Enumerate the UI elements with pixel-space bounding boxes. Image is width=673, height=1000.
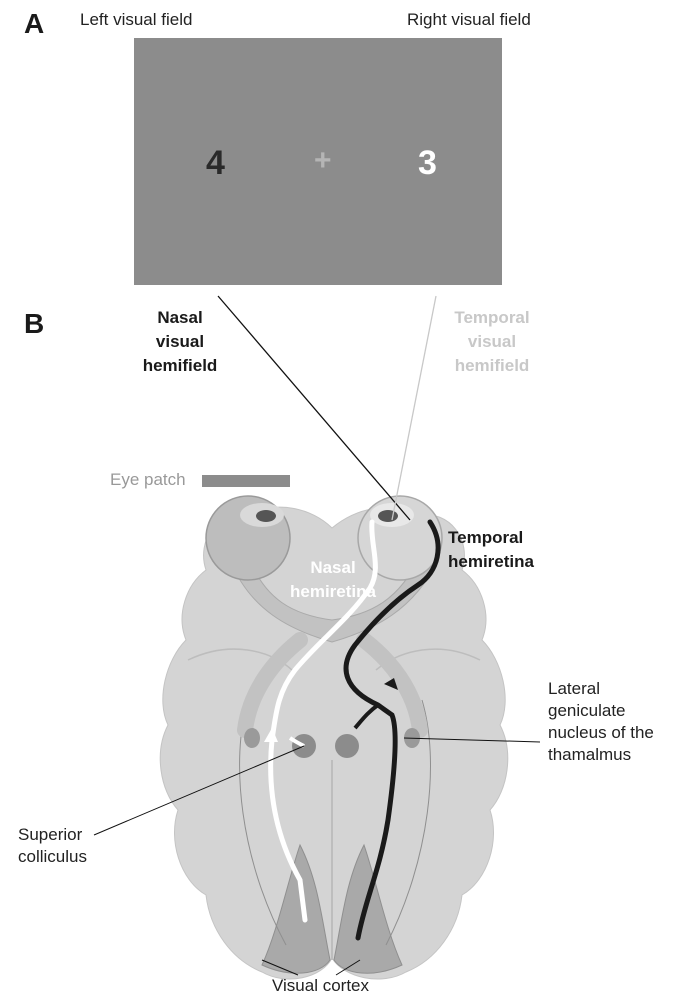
temporal-hemiretina-line-2: hemiretina: [448, 550, 534, 574]
temporal-hemifield-line-2: visual: [432, 330, 552, 354]
temporal-hemifield-line-1: Temporal: [432, 306, 552, 330]
lgn-line-3: nucleus of the: [548, 722, 654, 744]
visual-cortex-label: Visual cortex: [272, 976, 369, 996]
lgn-label: Lateral geniculate nucleus of the thamal…: [548, 678, 654, 766]
temporal-hemiretina-line-1: Temporal: [448, 526, 534, 550]
temporal-visual-hemifield-label: Temporal visual hemifield: [432, 306, 552, 378]
nasal-hemiretina-label: Nasal hemiretina: [278, 556, 388, 604]
nasal-hemifield-line-3: hemifield: [120, 354, 240, 378]
left-lgn: [244, 728, 260, 748]
nasal-hemifield-line-2: visual: [120, 330, 240, 354]
nasal-hemiretina-line-2: hemiretina: [278, 580, 388, 604]
eye-patch-label: Eye patch: [110, 470, 186, 490]
superior-colliculus-line-1: Superior: [18, 824, 87, 846]
temporal-hemiretina-label: Temporal hemiretina: [448, 526, 534, 574]
nasal-hemiretina-line-1: Nasal: [278, 556, 388, 580]
nasal-visual-hemifield-label: Nasal visual hemifield: [120, 306, 240, 378]
temporal-hemifield-line-3: hemifield: [432, 354, 552, 378]
superior-colliculus-line-2: colliculus: [18, 846, 87, 868]
panel-b-letter: B: [24, 308, 44, 340]
right-superior-colliculus: [335, 734, 359, 758]
lgn-line-4: thamalmus: [548, 744, 654, 766]
lgn-line-1: Lateral: [548, 678, 654, 700]
eye-patch-bar: [202, 475, 290, 487]
lgn-line-2: geniculate: [548, 700, 654, 722]
nasal-hemifield-line-1: Nasal: [120, 306, 240, 330]
superior-colliculus-label: Superior colliculus: [18, 824, 87, 868]
